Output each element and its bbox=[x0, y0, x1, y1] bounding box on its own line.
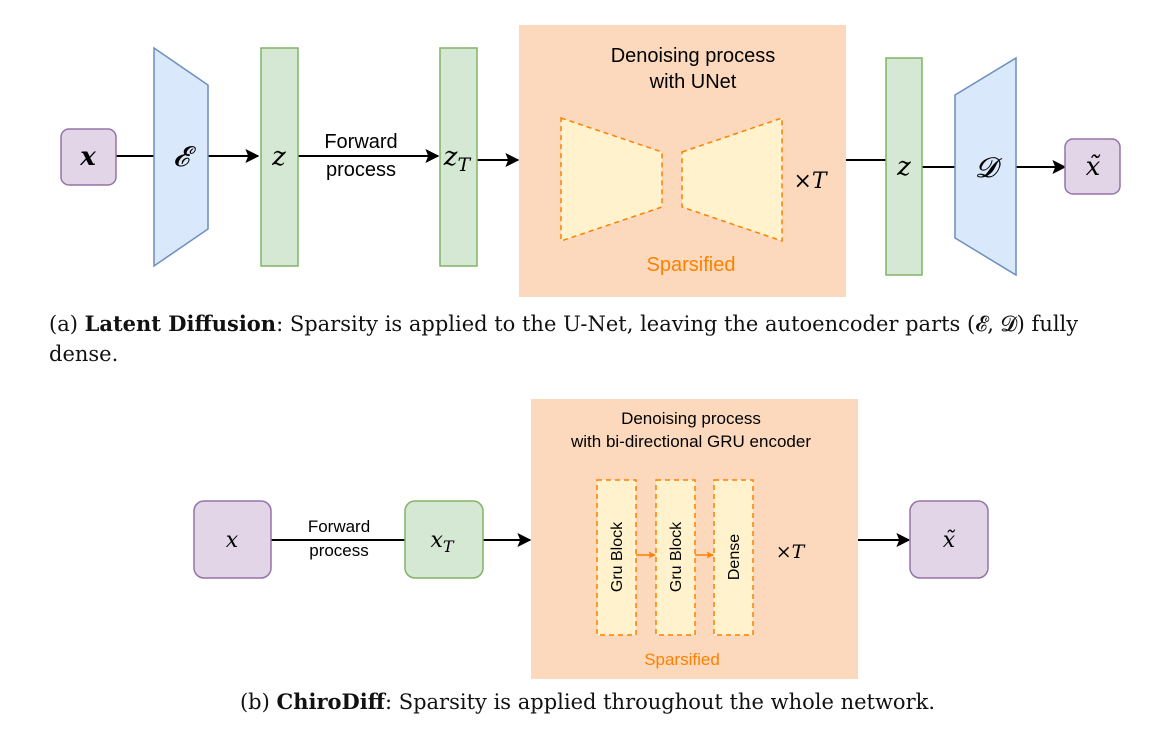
denoise-title-b-line2: with bi-directional GRU encoder bbox=[570, 432, 811, 451]
decoder-block bbox=[954, 56, 1017, 277]
output-node-a bbox=[1064, 138, 1121, 195]
encoder-block bbox=[153, 46, 209, 268]
caption-a-line2: dense. bbox=[49, 342, 119, 366]
sparsified-label-a: Sparsified bbox=[647, 254, 736, 276]
repeat-label-a: ×T bbox=[793, 169, 828, 194]
input-label-a: x bbox=[79, 142, 96, 172]
output-label-b: x̃ bbox=[943, 528, 956, 553]
caption-a: (a) Latent Diffusion: Sparsity is applie… bbox=[49, 309, 1139, 369]
noisy-input-xt-label: xT bbox=[430, 528, 454, 556]
dense-block-label: Dense bbox=[726, 534, 743, 580]
latent-z-block bbox=[260, 47, 299, 267]
denoise-title-a-line1: Denoising process bbox=[611, 45, 776, 67]
panel-b: x Forward process xT Denoising process w… bbox=[193, 399, 989, 679]
input-node-b bbox=[193, 500, 272, 579]
sparsified-label-b: Sparsified bbox=[644, 650, 720, 669]
noisy-latent-zt-block bbox=[439, 47, 478, 267]
forward-process-label-b-line1: Forward bbox=[308, 517, 370, 536]
forward-process-label-a-line2: process bbox=[326, 159, 396, 181]
caption-b: (b) ChiroDiff: Sparsity is applied throu… bbox=[239, 689, 936, 714]
gru-block-2 bbox=[655, 479, 696, 636]
repeat-label-b: ×T bbox=[776, 541, 806, 563]
dense-block bbox=[713, 479, 754, 636]
unet-decoder-half bbox=[681, 116, 783, 243]
noisy-latent-zt-label: zT bbox=[443, 142, 472, 176]
gru-block-2-label: Gru Block bbox=[668, 521, 685, 592]
unet-encoder-half bbox=[560, 116, 663, 243]
output-label-a: x̃ bbox=[1086, 152, 1101, 182]
latent-z-label: z bbox=[271, 142, 286, 172]
panel-a: x 𝓔 z Forward process zT Denoising proce… bbox=[60, 25, 1121, 297]
latent-z-out-label: z bbox=[896, 152, 911, 182]
latent-z-out-block bbox=[885, 57, 923, 276]
denoise-title-b-line1: Denoising process bbox=[621, 409, 761, 428]
gru-block-1 bbox=[596, 479, 637, 636]
forward-process-label-a-line1: Forward bbox=[324, 131, 397, 153]
caption-a-line1: (a) Latent Diffusion: Sparsity is applie… bbox=[49, 311, 1079, 336]
gru-block-1-label: Gru Block bbox=[609, 521, 626, 592]
caption-a-title: Latent Diffusion bbox=[84, 311, 277, 336]
denoise-title-a-line2: with UNet bbox=[649, 71, 737, 93]
input-label-b: x bbox=[226, 528, 239, 553]
caption-b-title: ChiroDiff bbox=[276, 689, 385, 714]
noisy-input-xt-block bbox=[404, 500, 484, 579]
input-node-a bbox=[60, 128, 117, 186]
output-node-b bbox=[909, 500, 989, 579]
forward-process-label-b-line2: process bbox=[309, 541, 369, 560]
